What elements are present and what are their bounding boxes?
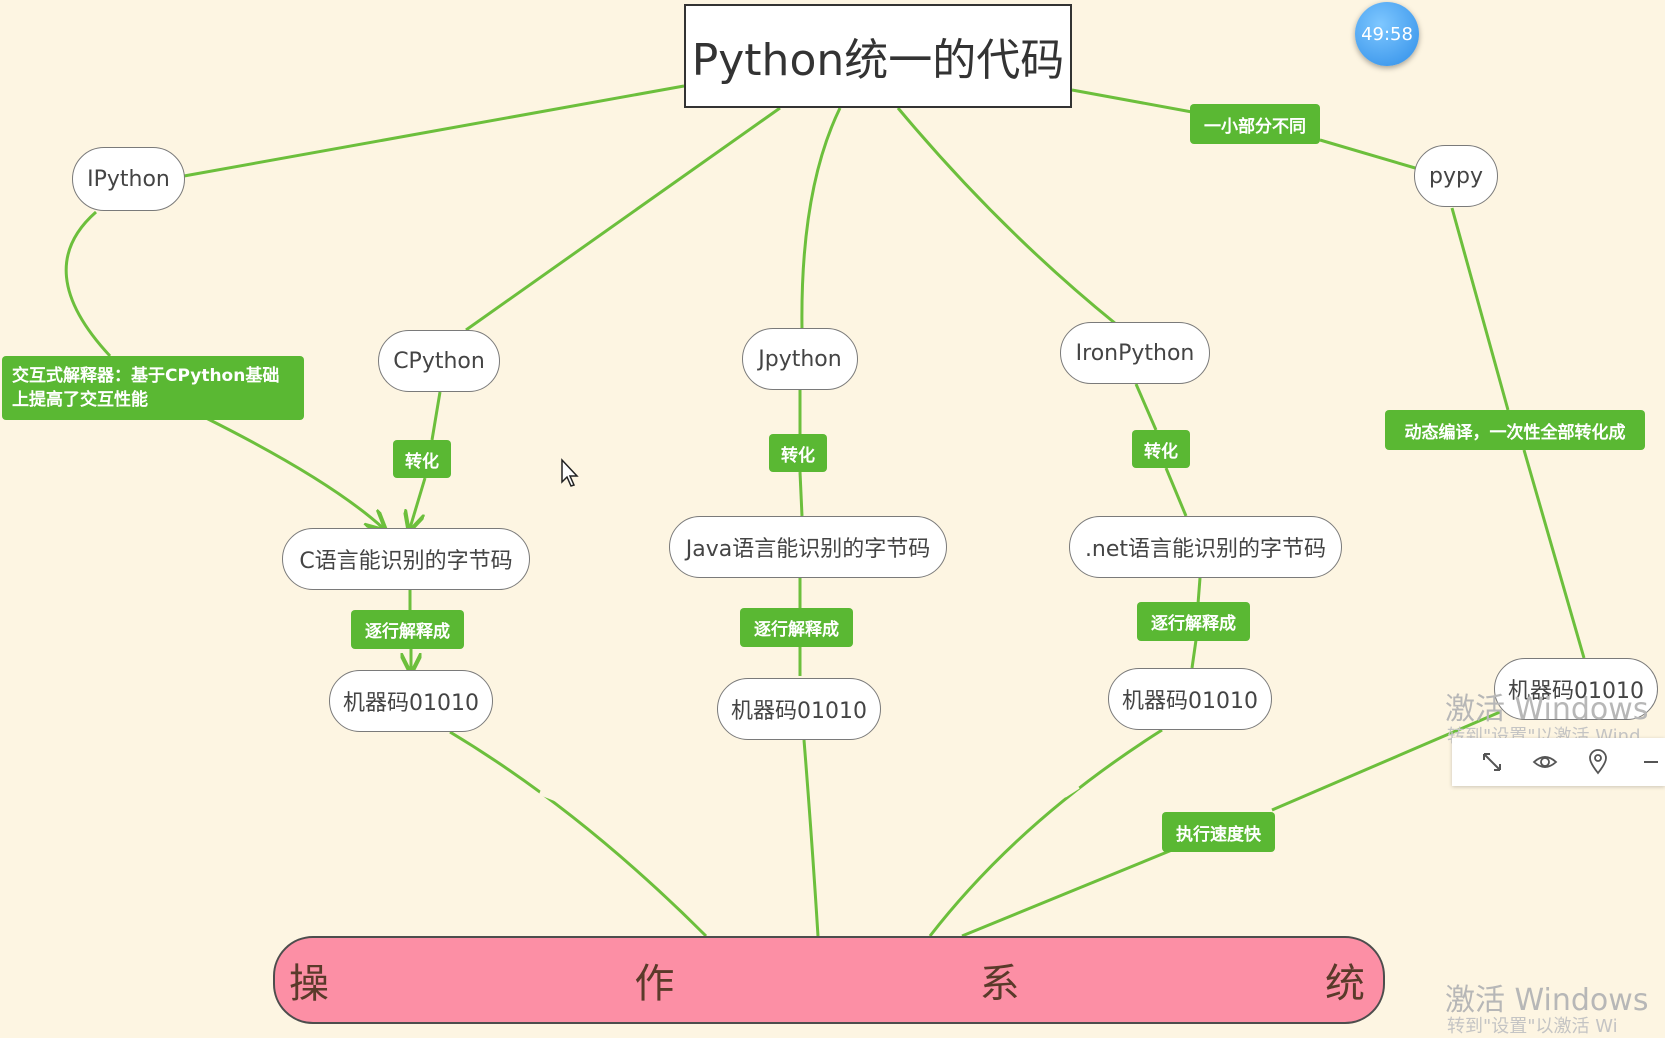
tag-interpret-java[interactable]: 逐行解释成	[740, 608, 853, 647]
eye-icon[interactable]	[1531, 748, 1558, 776]
tag-pypy-description[interactable]: 动态编译，一次性全部转化成	[1385, 410, 1645, 450]
expand-icon[interactable]	[1478, 748, 1505, 776]
tag-ipython-description-line1: 交互式解释器：基于CPython基础	[12, 366, 280, 386]
node-ironpython[interactable]: IronPython	[1060, 322, 1210, 384]
recording-timer: 49:58	[1355, 2, 1419, 66]
node-machine-code-net[interactable]: 机器码01010	[1108, 668, 1272, 730]
node-cpython[interactable]: CPython	[378, 330, 500, 392]
tag-small-difference[interactable]: 一小部分不同	[1190, 104, 1320, 144]
os-char-3: 系	[979, 961, 1020, 1007]
node-c-bytecode[interactable]: C语言能识别的字节码	[282, 528, 530, 590]
tag-convert-c[interactable]: 转化	[393, 440, 451, 478]
os-char-4: 统	[1324, 961, 1365, 1007]
tag-fast-execution[interactable]: 执行速度快	[1162, 812, 1275, 852]
node-pypy[interactable]: pypy	[1414, 145, 1498, 207]
floating-toolbar	[1452, 738, 1665, 786]
tag-ipython-description[interactable]: 交互式解释器：基于CPython基础 上提高了交互性能	[2, 356, 304, 420]
node-machine-code-c[interactable]: 机器码01010	[329, 670, 493, 732]
activation-watermark-subtitle-2: 转到"设置"以激活 Wi	[1447, 1016, 1618, 1037]
node-net-bytecode[interactable]: .net语言能识别的字节码	[1069, 516, 1342, 578]
tag-ipython-description-line2: 上提高了交互性能	[12, 390, 148, 410]
node-jpython[interactable]: Jpython	[742, 328, 858, 390]
activation-watermark-title-2: 激活 Windows	[1445, 983, 1649, 1018]
os-char-2: 作	[634, 961, 675, 1007]
node-machine-code-java[interactable]: 机器码01010	[717, 678, 881, 740]
tag-interpret-c[interactable]: 逐行解释成	[351, 610, 464, 649]
node-java-bytecode[interactable]: Java语言能识别的字节码	[669, 516, 947, 578]
minus-icon[interactable]	[1638, 748, 1665, 776]
node-ipython[interactable]: IPython	[72, 147, 185, 211]
node-operating-system[interactable]: 操 作 系 统	[273, 936, 1385, 1024]
root-node-python-code[interactable]: Python统一的代码	[684, 4, 1072, 108]
activation-watermark-title: 激活 Windows	[1445, 692, 1649, 727]
tag-convert-java[interactable]: 转化	[769, 434, 827, 472]
tag-convert-net[interactable]: 转化	[1132, 430, 1190, 468]
node-machine-code-pypy[interactable]: 机器码01010	[1494, 658, 1658, 720]
tag-interpret-net[interactable]: 逐行解释成	[1137, 602, 1250, 641]
mouse-cursor-icon	[561, 458, 579, 487]
pin-icon[interactable]	[1585, 748, 1612, 776]
os-char-1: 操	[289, 961, 329, 1007]
